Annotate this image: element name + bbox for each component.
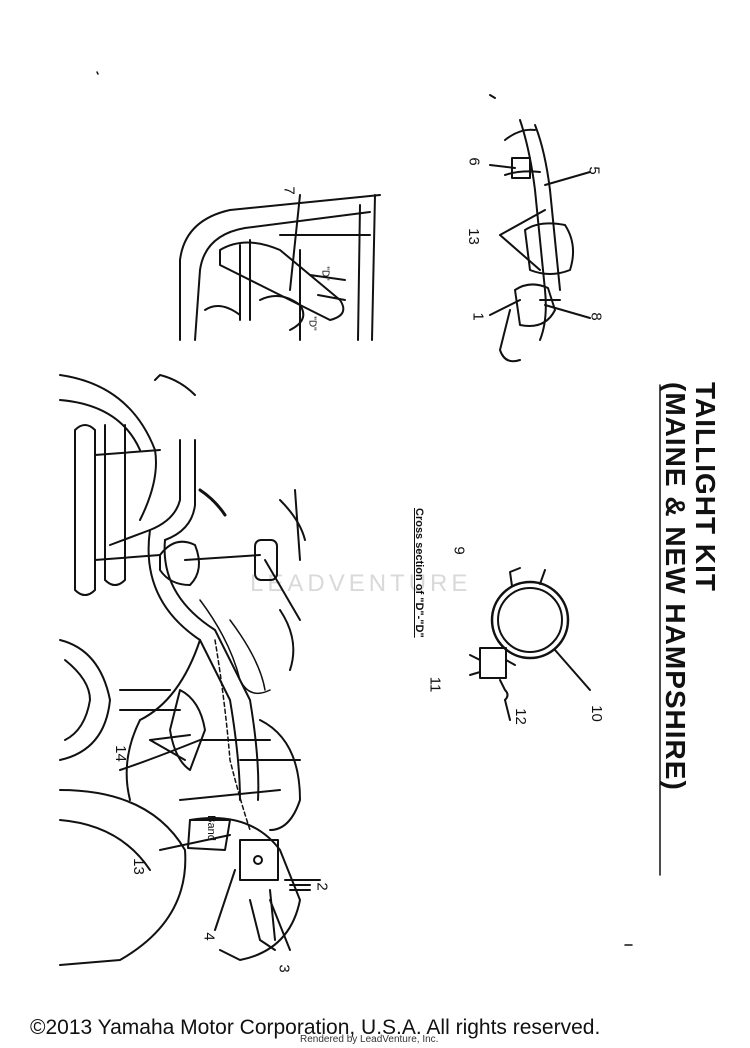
callout-6: 6 — [465, 157, 483, 166]
watermark: LEADVENTURE — [250, 570, 472, 597]
diagram-title: TAILLIGHT KIT (MAINE & NEW HAMPSHIRE) — [660, 382, 721, 791]
title-line-2: (MAINE & NEW HAMPSHIRE) — [660, 382, 691, 791]
callout-14: 14 — [111, 745, 129, 762]
callout-12: 12 — [511, 708, 529, 725]
callout-13-top: 13 — [464, 228, 482, 245]
callout-5: 5 — [585, 166, 603, 175]
callout-11: 11 — [426, 676, 444, 693]
callout-3: 3 — [275, 964, 293, 973]
cross-section-label: Cross section of "D"-"D" — [413, 508, 425, 638]
callout-7: 7 — [280, 186, 298, 195]
d-label: "D" — [306, 316, 318, 331]
callout-10: 10 — [587, 705, 605, 722]
inset-frame-detail — [179, 194, 381, 341]
inset-leaders — [289, 164, 591, 319]
band-label: Band — [204, 815, 217, 841]
callout-13-bottom: 13 — [129, 858, 147, 875]
clamp-cross-section — [469, 567, 591, 721]
title-line-1: TAILLIGHT KIT — [690, 382, 721, 592]
main-atv-view — [59, 374, 321, 966]
callout-8: 8 — [587, 312, 605, 321]
callout-1: 1 — [469, 312, 487, 321]
callout-2: 2 — [313, 882, 331, 891]
copyright-notice: ©2013 Yamaha Motor Corporation, U.S.A. A… — [30, 1016, 601, 1039]
inset-handlebar — [489, 94, 575, 363]
d-label: "D" — [319, 266, 331, 281]
callout-4: 4 — [200, 932, 218, 941]
rendered-by-notice: Rendered by LeadVenture, Inc. — [300, 1034, 439, 1045]
callout-9: 9 — [450, 546, 468, 555]
